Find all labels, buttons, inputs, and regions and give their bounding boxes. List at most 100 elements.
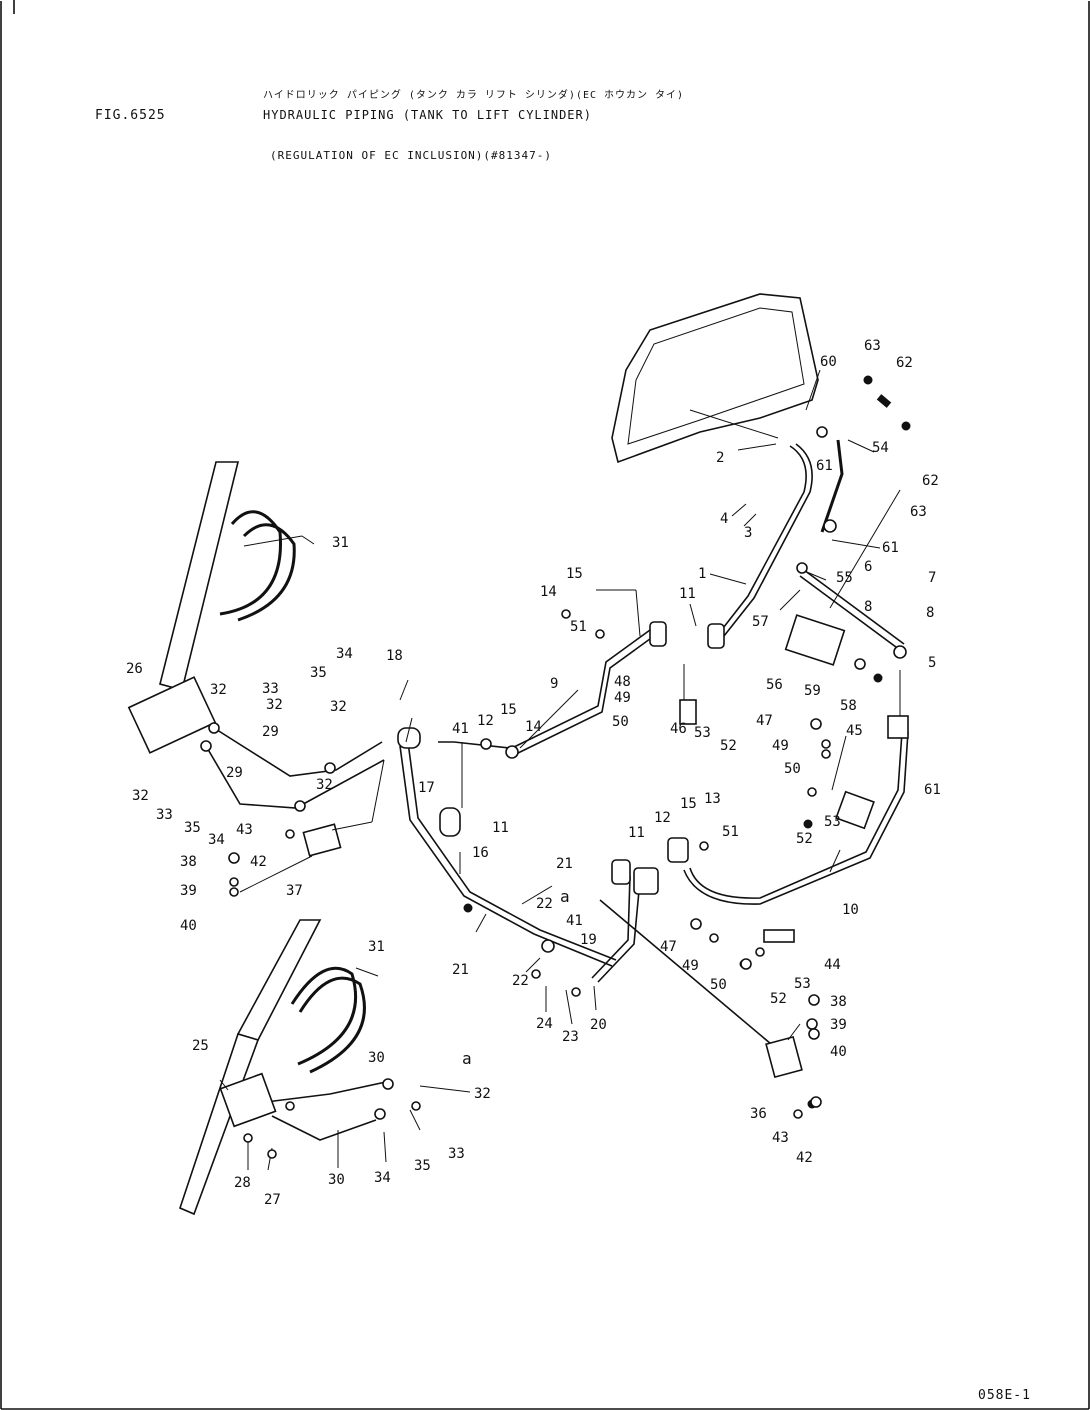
callout-54: 54 bbox=[872, 440, 889, 456]
callout-7: 7 bbox=[928, 570, 936, 586]
callout-34: 34 bbox=[336, 646, 353, 662]
callout-a: a bbox=[462, 1049, 472, 1068]
callout-61: 61 bbox=[924, 782, 941, 798]
callout-30: 30 bbox=[368, 1050, 385, 1066]
callout-61: 61 bbox=[816, 458, 833, 474]
callout-22: 22 bbox=[512, 973, 529, 989]
callout-53: 53 bbox=[824, 814, 841, 830]
callout-32: 32 bbox=[316, 777, 333, 793]
callout-57: 57 bbox=[752, 614, 769, 630]
diagram-subtitle: (REGULATION OF EC INCLUSION)(#81347-) bbox=[270, 149, 553, 162]
callout-20: 20 bbox=[590, 1017, 607, 1033]
callout-59: 59 bbox=[804, 683, 821, 699]
callout-31: 31 bbox=[368, 939, 385, 955]
title-japanese: ハイドロリック パイピング (タンク カラ リフト シリンダ)(EC ホウカン … bbox=[263, 90, 685, 101]
callout-33: 33 bbox=[448, 1146, 465, 1162]
callout-19: 19 bbox=[580, 932, 597, 948]
callout-26: 26 bbox=[126, 661, 143, 677]
callout-38: 38 bbox=[180, 854, 197, 870]
callout-18: 18 bbox=[386, 648, 403, 664]
callout-34: 34 bbox=[208, 832, 225, 848]
page-code: 058E-1 bbox=[978, 1388, 1031, 1403]
callout-53: 53 bbox=[794, 976, 811, 992]
callout-32: 32 bbox=[132, 788, 149, 804]
callout-15: 15 bbox=[566, 566, 583, 582]
callout-11: 11 bbox=[492, 820, 509, 836]
callout-33: 33 bbox=[156, 807, 173, 823]
callout-8: 8 bbox=[926, 605, 934, 621]
diagram-title: HYDRAULIC PIPING (TANK TO LIFT CYLINDER) bbox=[263, 108, 592, 122]
callout-29: 29 bbox=[262, 724, 279, 740]
pipe-9 bbox=[511, 629, 651, 749]
callout-42: 42 bbox=[796, 1150, 813, 1166]
callout-9: 9 bbox=[550, 676, 558, 692]
callout-14: 14 bbox=[525, 719, 542, 735]
callout-43: 43 bbox=[236, 822, 253, 838]
callout-42: 42 bbox=[250, 854, 267, 870]
callout-51: 51 bbox=[722, 824, 739, 840]
callout-22: 22 bbox=[536, 896, 553, 912]
callout-50: 50 bbox=[710, 977, 727, 993]
callout-60: 60 bbox=[820, 354, 837, 370]
callout-36: 36 bbox=[750, 1106, 767, 1122]
callout-32: 32 bbox=[330, 699, 347, 715]
callout-62: 62 bbox=[896, 355, 913, 371]
callout-6: 6 bbox=[864, 559, 872, 575]
callout-50: 50 bbox=[612, 714, 629, 730]
callout-12: 12 bbox=[654, 810, 671, 826]
pipe-19 bbox=[591, 875, 631, 979]
callout-49: 49 bbox=[772, 738, 789, 754]
callout-1: 1 bbox=[698, 566, 706, 582]
callout-labels: 1 2 3 4 5 6 7 8 8 9 10 11 11 11 12 12 13… bbox=[126, 338, 941, 1208]
callout-41: 41 bbox=[452, 721, 469, 737]
callout-44: 44 bbox=[824, 957, 841, 973]
callout-40: 40 bbox=[180, 918, 197, 934]
callout-37: 37 bbox=[286, 883, 303, 899]
callout-33: 33 bbox=[262, 681, 279, 697]
callout-52: 52 bbox=[796, 831, 813, 847]
callout-25: 25 bbox=[192, 1038, 209, 1054]
callout-48: 48 bbox=[614, 674, 631, 690]
callout-49: 49 bbox=[682, 958, 699, 974]
callout-11: 11 bbox=[628, 825, 645, 841]
figure-number: FIG.6525 bbox=[95, 108, 166, 123]
callout-13: 13 bbox=[704, 791, 721, 807]
callout-a: a bbox=[560, 887, 570, 906]
callout-49: 49 bbox=[614, 690, 631, 706]
callout-35: 35 bbox=[310, 665, 327, 681]
callout-63: 63 bbox=[910, 504, 927, 520]
callout-2: 2 bbox=[716, 450, 724, 466]
callout-47: 47 bbox=[756, 713, 773, 729]
blocks-and-brackets bbox=[127, 375, 911, 1128]
callout-58: 58 bbox=[840, 698, 857, 714]
callout-46: 46 bbox=[670, 721, 687, 737]
callout-62: 62 bbox=[922, 473, 939, 489]
callout-61: 61 bbox=[882, 540, 899, 556]
callout-47: 47 bbox=[660, 939, 677, 955]
hose-54 bbox=[820, 439, 844, 533]
callout-15: 15 bbox=[680, 796, 697, 812]
callout-35: 35 bbox=[184, 820, 201, 836]
callout-52: 52 bbox=[720, 738, 737, 754]
leader-lines bbox=[219, 369, 901, 1171]
callout-5: 5 bbox=[928, 655, 936, 671]
pipe-16-17 bbox=[399, 745, 613, 967]
callout-3: 3 bbox=[744, 525, 752, 541]
pipe-30 bbox=[265, 1081, 387, 1103]
callout-56: 56 bbox=[766, 677, 783, 693]
callout-31: 31 bbox=[332, 535, 349, 551]
callout-21: 21 bbox=[452, 962, 469, 978]
callout-24: 24 bbox=[536, 1016, 553, 1032]
callout-55: 55 bbox=[836, 570, 853, 586]
callout-43: 43 bbox=[772, 1130, 789, 1146]
hydraulic-tank bbox=[611, 293, 819, 464]
callout-28: 28 bbox=[234, 1175, 251, 1191]
callout-21: 21 bbox=[556, 856, 573, 872]
callout-51: 51 bbox=[570, 619, 587, 635]
callout-40: 40 bbox=[830, 1044, 847, 1060]
callout-15: 15 bbox=[500, 702, 517, 718]
callout-63: 63 bbox=[864, 338, 881, 354]
